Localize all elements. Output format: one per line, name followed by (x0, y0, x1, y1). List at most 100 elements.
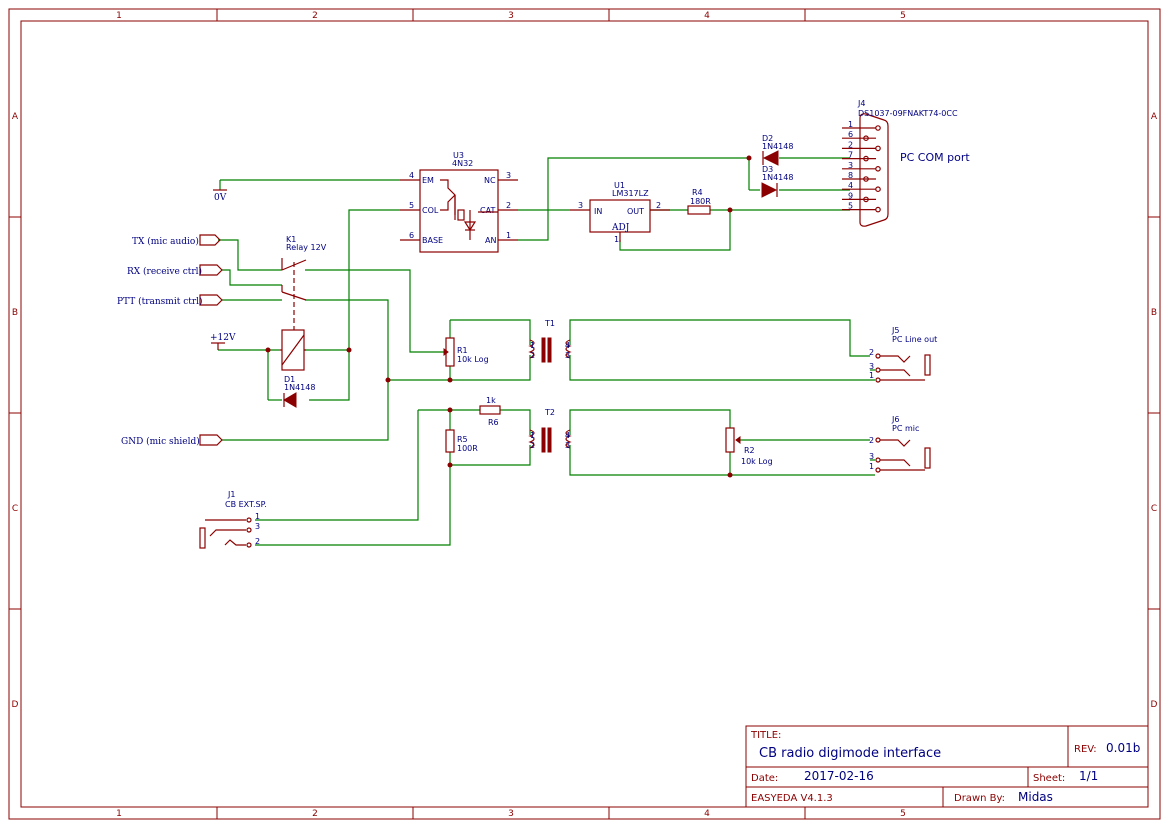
t2-transformer: T2 1 2 3 4 (528, 408, 572, 453)
j4-pin-contact (863, 155, 869, 162)
row-marker: A (1151, 112, 1158, 122)
column-marker: 4 (704, 11, 710, 21)
port-flag-tx (199, 234, 221, 246)
u3-num-5: 5 (409, 201, 414, 210)
u1-ref: U1 (614, 181, 625, 190)
j4-pin-number: 3 (848, 161, 853, 170)
net-0v-label: 0V (214, 193, 227, 203)
u3-pin-cat: CAT (480, 206, 495, 215)
j4-pin-contact (875, 166, 881, 172)
u3-pin-nc: NC (484, 176, 496, 185)
column-marker: 5 (900, 809, 906, 819)
title-block: TITLE: CB radio digimode interface REV: … (745, 725, 1149, 808)
port-flag-rx (199, 264, 223, 276)
j5-pin-2: 2 (869, 348, 874, 357)
j6-ref: J6 (891, 415, 899, 424)
u3-value: 4N32 (452, 159, 473, 168)
title-label: TITLE: (750, 730, 781, 741)
t2-pin-3: 3 (565, 441, 570, 450)
j4-pin-contact (875, 206, 881, 213)
junction-dot (447, 377, 453, 383)
rev-value: 0.01b (1106, 741, 1140, 755)
d2-value: 1N4148 (762, 142, 793, 151)
u1-num-2: 2 (656, 201, 661, 210)
j4-pin-contact (863, 176, 869, 182)
u1-num-3: 3 (578, 201, 583, 210)
d1-ref: D1 (284, 375, 295, 384)
j5-pin-1: 1 (869, 371, 874, 380)
date-label: Date: (751, 773, 778, 784)
j1-pin-1: 1 (255, 512, 260, 521)
junction-dot (727, 472, 733, 478)
junction-dot (447, 407, 453, 413)
net-gnd-label: GND (mic shield) (121, 436, 200, 447)
j4-pin-contact (863, 196, 869, 203)
j5-audio-jack: J5 PC Line out 2 3 1 (869, 326, 937, 383)
k1-value: Relay 12V (286, 243, 327, 252)
drawn-by-value: Midas (1018, 790, 1053, 804)
j4-pin-number: 6 (848, 130, 853, 139)
d1-diode: D1 1N4148 (283, 375, 315, 408)
u3-ref: U3 (453, 151, 464, 160)
j6-pin-3: 3 (869, 452, 874, 461)
t2-pin-1: 1 (530, 431, 535, 440)
u3-num-1: 1 (506, 231, 511, 240)
junction-dot (727, 207, 733, 213)
j5-ref: J5 (891, 326, 899, 335)
column-marker: 3 (508, 11, 514, 21)
sheet-label: Sheet: (1033, 773, 1065, 784)
r1-potentiometer: R1 10k Log (443, 337, 489, 367)
d3-diode: D3 1N4148 (761, 165, 793, 198)
d3-ref: D3 (762, 165, 773, 174)
t2-pin-2: 2 (530, 441, 535, 450)
j4-pin-contact (875, 186, 881, 193)
u1-pin-in: IN (594, 207, 602, 216)
j4-pin-contact (863, 135, 869, 142)
row-marker: D (1151, 700, 1158, 710)
j1-pin-2: 2 (255, 537, 260, 546)
column-marker: 2 (312, 809, 318, 819)
column-marker: 2 (312, 11, 318, 21)
t1-pin-1: 1 (530, 341, 535, 350)
t1-ref: T1 (544, 319, 555, 328)
net-12v-label: +12V (210, 333, 236, 343)
u3-pin-base: BASE (422, 236, 443, 245)
d1-value: 1N4148 (284, 383, 315, 392)
row-marker: A (12, 112, 19, 122)
j4-caption: PC COM port (900, 151, 970, 164)
junctions (265, 155, 752, 478)
r6-value: 1k (486, 396, 496, 405)
u3-pin-em: EM (422, 176, 434, 185)
net-tx-label: TX (mic audio) (132, 236, 199, 247)
u3-num-2: 2 (506, 201, 511, 210)
drawing-title: CB radio digimode interface (759, 746, 941, 761)
r5-ref: R5 (457, 435, 468, 444)
r4-value: 180R (690, 197, 711, 206)
r1-ref: R1 (457, 346, 468, 355)
j4-pin-number: 4 (848, 181, 853, 190)
rev-label: REV: (1074, 744, 1097, 755)
j6-audio-jack: J6 PC mic 2 3 1 (869, 415, 931, 473)
ground-0v-symbol: 0V (213, 189, 227, 203)
t1-pin-3: 3 (565, 351, 570, 360)
j5-value: PC Line out (892, 335, 937, 344)
j4-db9-connector: J4 DS1037-09FNAKT74-0CC PC COM port 1627… (842, 99, 970, 227)
j4-pin-number: 1 (848, 120, 853, 129)
column-marker: 5 (900, 11, 906, 21)
u3-num-4: 4 (409, 171, 414, 180)
u1-pin-out: OUT (627, 207, 644, 216)
t1-pin-4: 4 (565, 341, 570, 350)
net-ptt-label: PTT (transmit ctrl) (117, 296, 203, 307)
wires (218, 157, 875, 546)
d3-value: 1N4148 (762, 173, 793, 182)
t2-ref: T2 (544, 408, 555, 417)
port-flag-ptt (199, 294, 223, 306)
j4-pin-contact (875, 145, 881, 152)
t1-transformer: T1 1 2 3 4 (528, 319, 572, 363)
r4-ref: R4 (692, 188, 703, 197)
j4-pin-contact (875, 125, 881, 131)
column-marker: 1 (116, 809, 122, 819)
junction-dot (746, 155, 752, 161)
